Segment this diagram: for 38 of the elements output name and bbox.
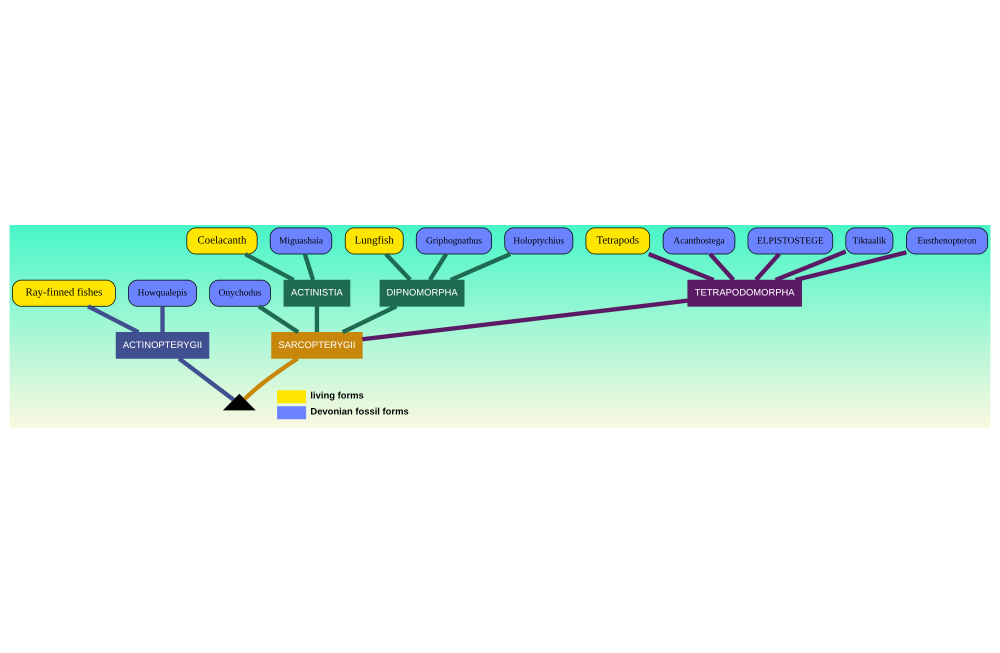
connector	[428, 252, 448, 282]
node-box: TETRAPODOMORPHA	[687, 280, 802, 307]
connector	[774, 250, 847, 282]
node-box: Holoptychius	[504, 228, 574, 254]
connector	[342, 304, 398, 334]
connector	[302, 253, 316, 281]
connector	[244, 252, 295, 282]
connector	[314, 306, 320, 332]
connector	[708, 252, 736, 282]
node-box: Griphognathus	[416, 228, 492, 254]
connector	[87, 304, 140, 334]
connector	[362, 298, 688, 342]
node-box: ACTINOPTERYGII	[116, 332, 210, 359]
connector	[450, 252, 512, 282]
connector	[754, 252, 781, 282]
node-box: DIPNOMORPHA	[380, 280, 464, 307]
node-box: Howqualepis	[128, 280, 197, 307]
connector	[794, 250, 907, 282]
node-box: Ray-finned fishes	[12, 280, 116, 307]
node-box: Eusthenopteron	[906, 228, 988, 254]
connector	[648, 252, 714, 282]
node-box: Lungfish	[344, 228, 404, 254]
node-box: ELPISTOSTEGE	[748, 228, 834, 254]
connector	[160, 306, 165, 332]
connector	[178, 356, 235, 402]
legend-label: living forms	[310, 390, 364, 401]
node-box: Coelacanth	[186, 228, 258, 254]
node-box: SARCOPTERYGII	[271, 332, 363, 359]
node-box: Tiktaalik	[845, 228, 894, 254]
node-box: Onychodus	[209, 280, 271, 307]
node-box: Miguashaia	[270, 228, 332, 254]
legend-label: Devonian fossil forms	[310, 406, 409, 417]
connector	[384, 252, 412, 282]
node-box: Acanthostega	[662, 228, 736, 254]
node-box: ACTINISTIA	[284, 280, 350, 307]
connector	[243, 356, 299, 401]
node-triangle	[222, 394, 256, 410]
node-box: Tetrapods	[586, 228, 650, 254]
